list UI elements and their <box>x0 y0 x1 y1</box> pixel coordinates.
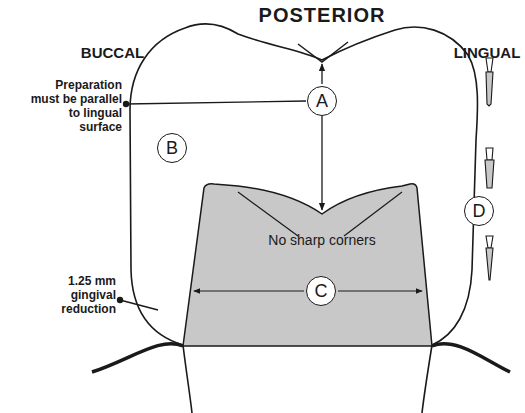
diagram-title: POSTERIOR <box>212 4 432 27</box>
side-label: LINGUAL <box>452 44 522 61</box>
dimension-label: 1.25 mm gingival reduction <box>26 274 116 316</box>
note-label: Preparation must be parallel to lingual … <box>26 78 122 134</box>
tooth-root <box>183 345 192 413</box>
gingiva <box>432 344 510 372</box>
tooth-root <box>422 345 432 413</box>
dimension-line <box>321 116 322 210</box>
callout-letter: D <box>473 201 486 222</box>
region-label: No sharp corners <box>262 232 382 248</box>
dimension-line <box>321 64 322 84</box>
occlusal-groove <box>298 42 348 62</box>
side-label: BUCCAL <box>70 44 155 61</box>
leader-line <box>126 101 306 104</box>
callout-circle: A <box>307 86 337 116</box>
callout-circle: B <box>157 133 187 163</box>
callout-circle: D <box>464 196 494 226</box>
callout-letter: C <box>315 281 328 302</box>
callout-letter: A <box>316 91 328 112</box>
callout-circle: C <box>306 276 336 306</box>
preparation-area: No sharp cornersC <box>180 180 435 348</box>
leader-line <box>120 300 158 310</box>
bur-icons <box>485 58 494 280</box>
callout-letter: B <box>166 138 178 159</box>
preparation-shape <box>180 180 435 348</box>
gingiva <box>92 344 183 372</box>
